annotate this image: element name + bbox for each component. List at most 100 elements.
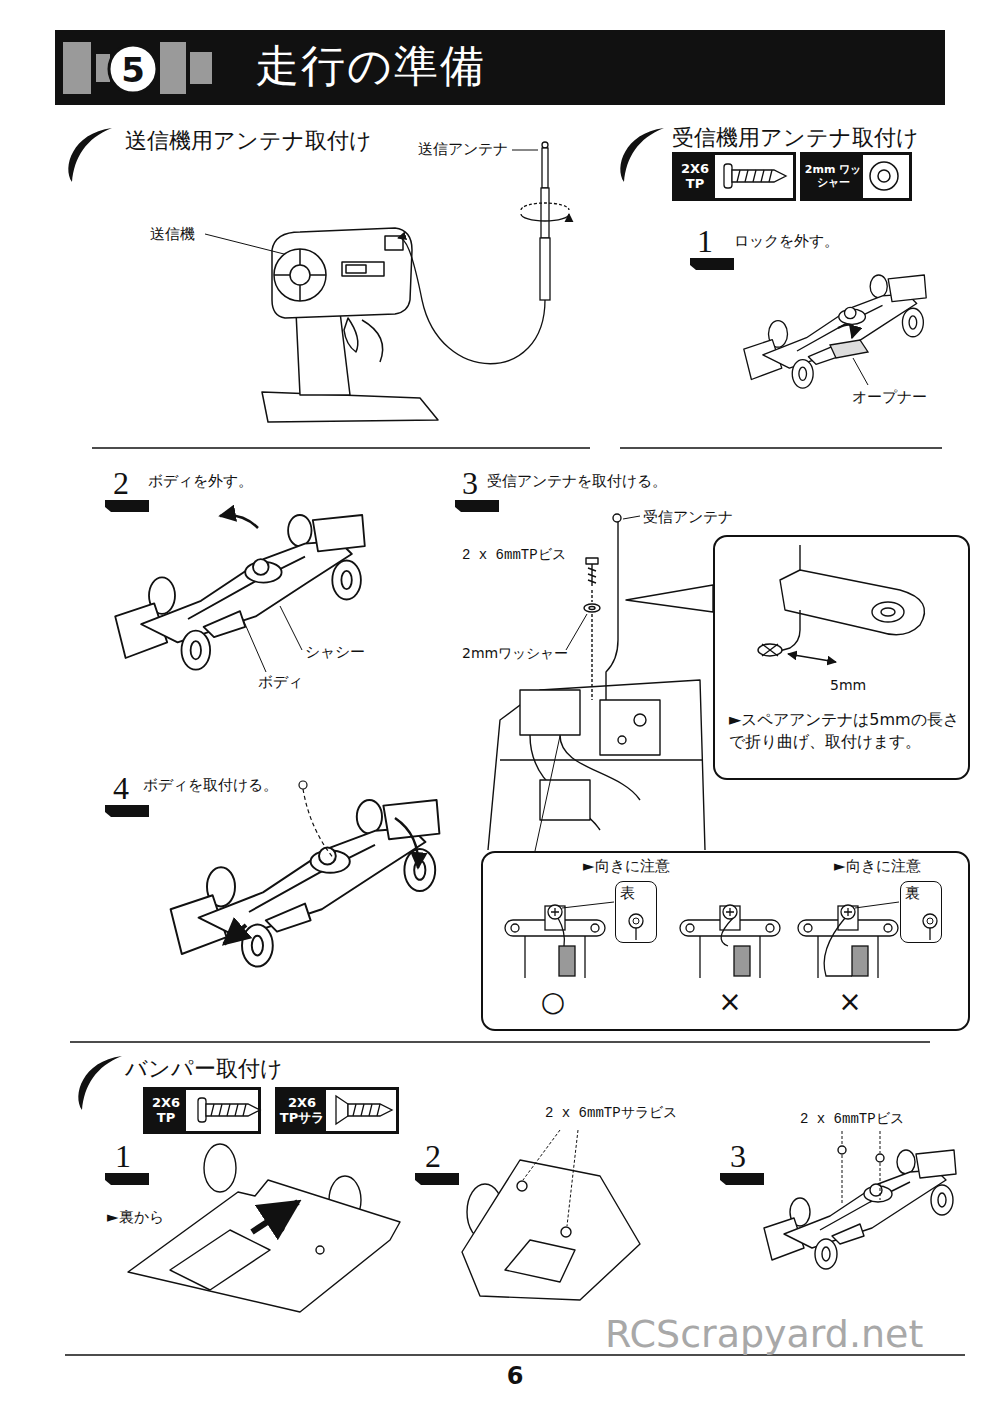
face-inset: 裏 (900, 881, 942, 943)
car-illustration (299, 781, 307, 789)
receiver-chassis (634, 714, 646, 726)
step-number: 3 (730, 1137, 746, 1175)
transmitter (274, 249, 326, 301)
divider-line (70, 1041, 930, 1043)
car-illustration (224, 925, 246, 944)
callout-detail (626, 585, 713, 612)
car-illustration (838, 325, 853, 338)
washer-icon (870, 162, 898, 190)
divider-line (65, 448, 965, 1355)
part-code: 2X6 TPサラ (278, 1090, 326, 1131)
step-bar (105, 1173, 149, 1185)
section-crescent (620, 128, 664, 182)
mount-diagram (505, 902, 937, 978)
watermark: RCScrapyard.net (605, 1312, 923, 1358)
part-name: ボディ (258, 673, 303, 691)
transmitter (346, 265, 366, 273)
mount-diagram (824, 918, 852, 976)
car-illustration (830, 340, 868, 358)
bumper-illustration (838, 1146, 846, 1154)
transmitter-antenna (398, 238, 545, 364)
transmitter-antenna (521, 214, 569, 221)
part-icon: 2X6 TPサラ (275, 1087, 399, 1134)
car-illustration (171, 781, 440, 967)
leader-line (623, 516, 640, 519)
mount-diagram (929, 928, 930, 940)
receiver-chassis (613, 514, 621, 522)
callout-detail (758, 644, 782, 656)
receiver-chassis (606, 522, 618, 700)
orientation-box: ►向きに注意►向きに注意○××表裏 (481, 851, 970, 1031)
header-band (190, 52, 212, 84)
part-code: 2X6 TP (675, 155, 715, 198)
mount-diagram (798, 905, 898, 978)
callout-detail (762, 644, 778, 656)
mount-diagram (927, 918, 933, 924)
car-illustration (395, 818, 418, 868)
car-illustration (115, 515, 365, 670)
screw-icon (198, 1098, 206, 1122)
mount-diagram (633, 918, 639, 924)
screw-icon (732, 170, 786, 182)
part-name: オープナー (852, 388, 927, 406)
part-icon: 2X6 TP (672, 152, 796, 201)
note-text: ►裏から (107, 1208, 164, 1226)
step-bar (105, 258, 764, 1185)
car-illustration (115, 515, 365, 672)
mount-diagram (629, 914, 643, 928)
step-number: 1 (697, 222, 713, 260)
transmitter (272, 228, 412, 318)
mount-diagram (855, 902, 899, 908)
mount-diagram (635, 928, 636, 940)
screw-icon (353, 1104, 380, 1116)
screw-icon (198, 164, 786, 1124)
mount-diagram (562, 902, 614, 908)
receiver-chassis (488, 514, 705, 850)
leader-line (205, 150, 538, 254)
chapter-number: 5 (121, 50, 145, 91)
receiver-chassis (584, 604, 600, 612)
receiver-chassis (589, 607, 595, 610)
node-text: 表 (620, 884, 635, 902)
transmitter-antenna (521, 203, 569, 210)
part-name: シャシー (305, 643, 365, 661)
car-illustration (853, 358, 868, 385)
section-crescent (68, 128, 112, 182)
transmitter (344, 318, 358, 352)
step-bar (105, 805, 149, 817)
section-heading: バンパー取付け (125, 1056, 283, 1082)
bumper-illustration (316, 1246, 324, 1254)
node-text: ○ (541, 985, 565, 1019)
step-text: 受信アンテナを取付ける。 (487, 472, 667, 490)
mount-diagram (923, 914, 937, 928)
header-band (160, 42, 186, 94)
step-text: ボディを取付ける。 (143, 776, 278, 794)
note-text: ►スペアアンテナは5mmの長さで折り曲げ、取付けます。 (729, 709, 965, 752)
bumper-illustration (523, 1130, 578, 1226)
bumper-illustration (517, 1181, 527, 1191)
callout-detail (780, 570, 925, 635)
callout-box: 5mm ►スペアアンテナは5mmの長さで折り曲げ、取付けます。 (713, 535, 970, 780)
bumper-illustration (276, 1224, 284, 1232)
part-code: 2mm ワッシャー (803, 155, 863, 198)
car-illustration (744, 275, 926, 388)
bumper-illustration (170, 1230, 270, 1290)
bumper-illustration (876, 1154, 884, 1162)
car-illustration (280, 606, 302, 650)
bumper-illustration (252, 1202, 298, 1232)
receiver-chassis (588, 564, 596, 586)
car-illustration (744, 275, 926, 388)
transmitter-antenna (542, 148, 548, 188)
bumper-illustration (764, 1150, 956, 1269)
bumper-illustration (204, 1144, 236, 1192)
step-text: ボディを外す。 (148, 472, 253, 490)
bumper-illustration (561, 1227, 571, 1237)
part-icon: 2X6 TP (143, 1087, 261, 1134)
page-number: 6 (507, 1362, 524, 1391)
car-illustration (242, 617, 266, 672)
part-name: 2 x 6mmTPビス (800, 1111, 904, 1128)
leader-line (205, 234, 284, 254)
car-illustration (220, 515, 258, 528)
mount-diagram (505, 905, 605, 978)
node-text: 5mm (830, 677, 866, 694)
